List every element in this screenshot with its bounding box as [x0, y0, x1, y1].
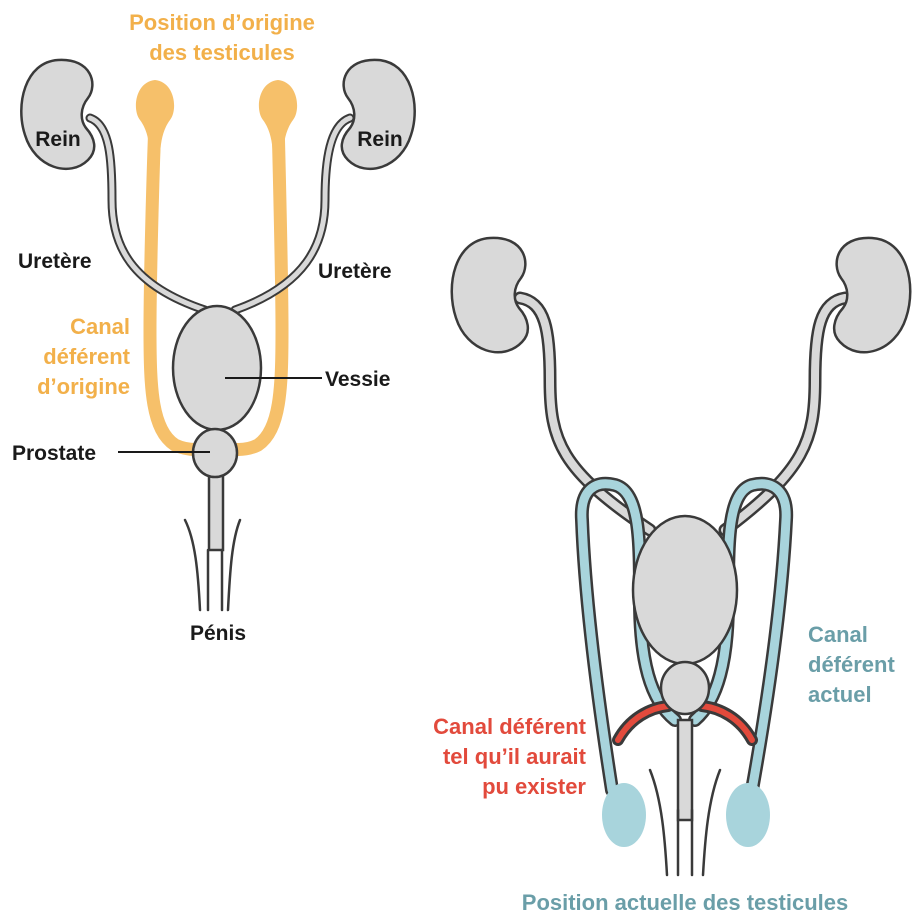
original-testicle-left [136, 80, 174, 160]
left-ureters [90, 118, 350, 310]
left-title-line1: Position d’origine [129, 10, 315, 35]
label-canal-origine-3: d’origine [37, 374, 130, 399]
label-canal-possible-1: Canal déférent [433, 714, 586, 739]
label-canal-actuel-2: déférent [808, 652, 895, 677]
label-canal-origine-1: Canal [70, 314, 130, 339]
actual-testicle-left [602, 783, 646, 847]
label-canal-actuel-3: actuel [808, 682, 872, 707]
label-rein-right: Rein [357, 128, 403, 151]
kidney-right-shape [342, 60, 415, 169]
right-ureters [520, 298, 845, 530]
label-uretere-left: Uretère [18, 250, 92, 273]
right-title: Position actuelle des testicules [522, 890, 848, 915]
label-canal-possible-3: pu exister [482, 774, 586, 799]
left-title-line2: des testicules [149, 40, 295, 65]
label-canal-possible-2: tel qu’il aurait [443, 744, 587, 769]
label-canal-actuel-1: Canal [808, 622, 868, 647]
right-diagram: Canal déférent actuel Canal déférent tel… [433, 238, 910, 915]
label-prostate: Prostate [12, 442, 96, 465]
label-penis: Pénis [190, 622, 246, 645]
label-canal-origine-2: déférent [43, 344, 130, 369]
left-diagram: Position d’origine des testicules Rein R… [12, 10, 415, 645]
bladder-shape [173, 306, 261, 430]
actual-testicle-right [726, 783, 770, 847]
right-prostate-shape [661, 662, 709, 714]
label-uretere-right: Uretère [318, 260, 392, 283]
right-bladder-shape [633, 516, 737, 664]
label-rein-left: Rein [35, 128, 81, 151]
label-vessie: Vessie [325, 368, 390, 391]
left-bladder-group [173, 306, 261, 550]
kidney-left-shape [21, 60, 94, 169]
original-testicle-right [259, 80, 297, 160]
